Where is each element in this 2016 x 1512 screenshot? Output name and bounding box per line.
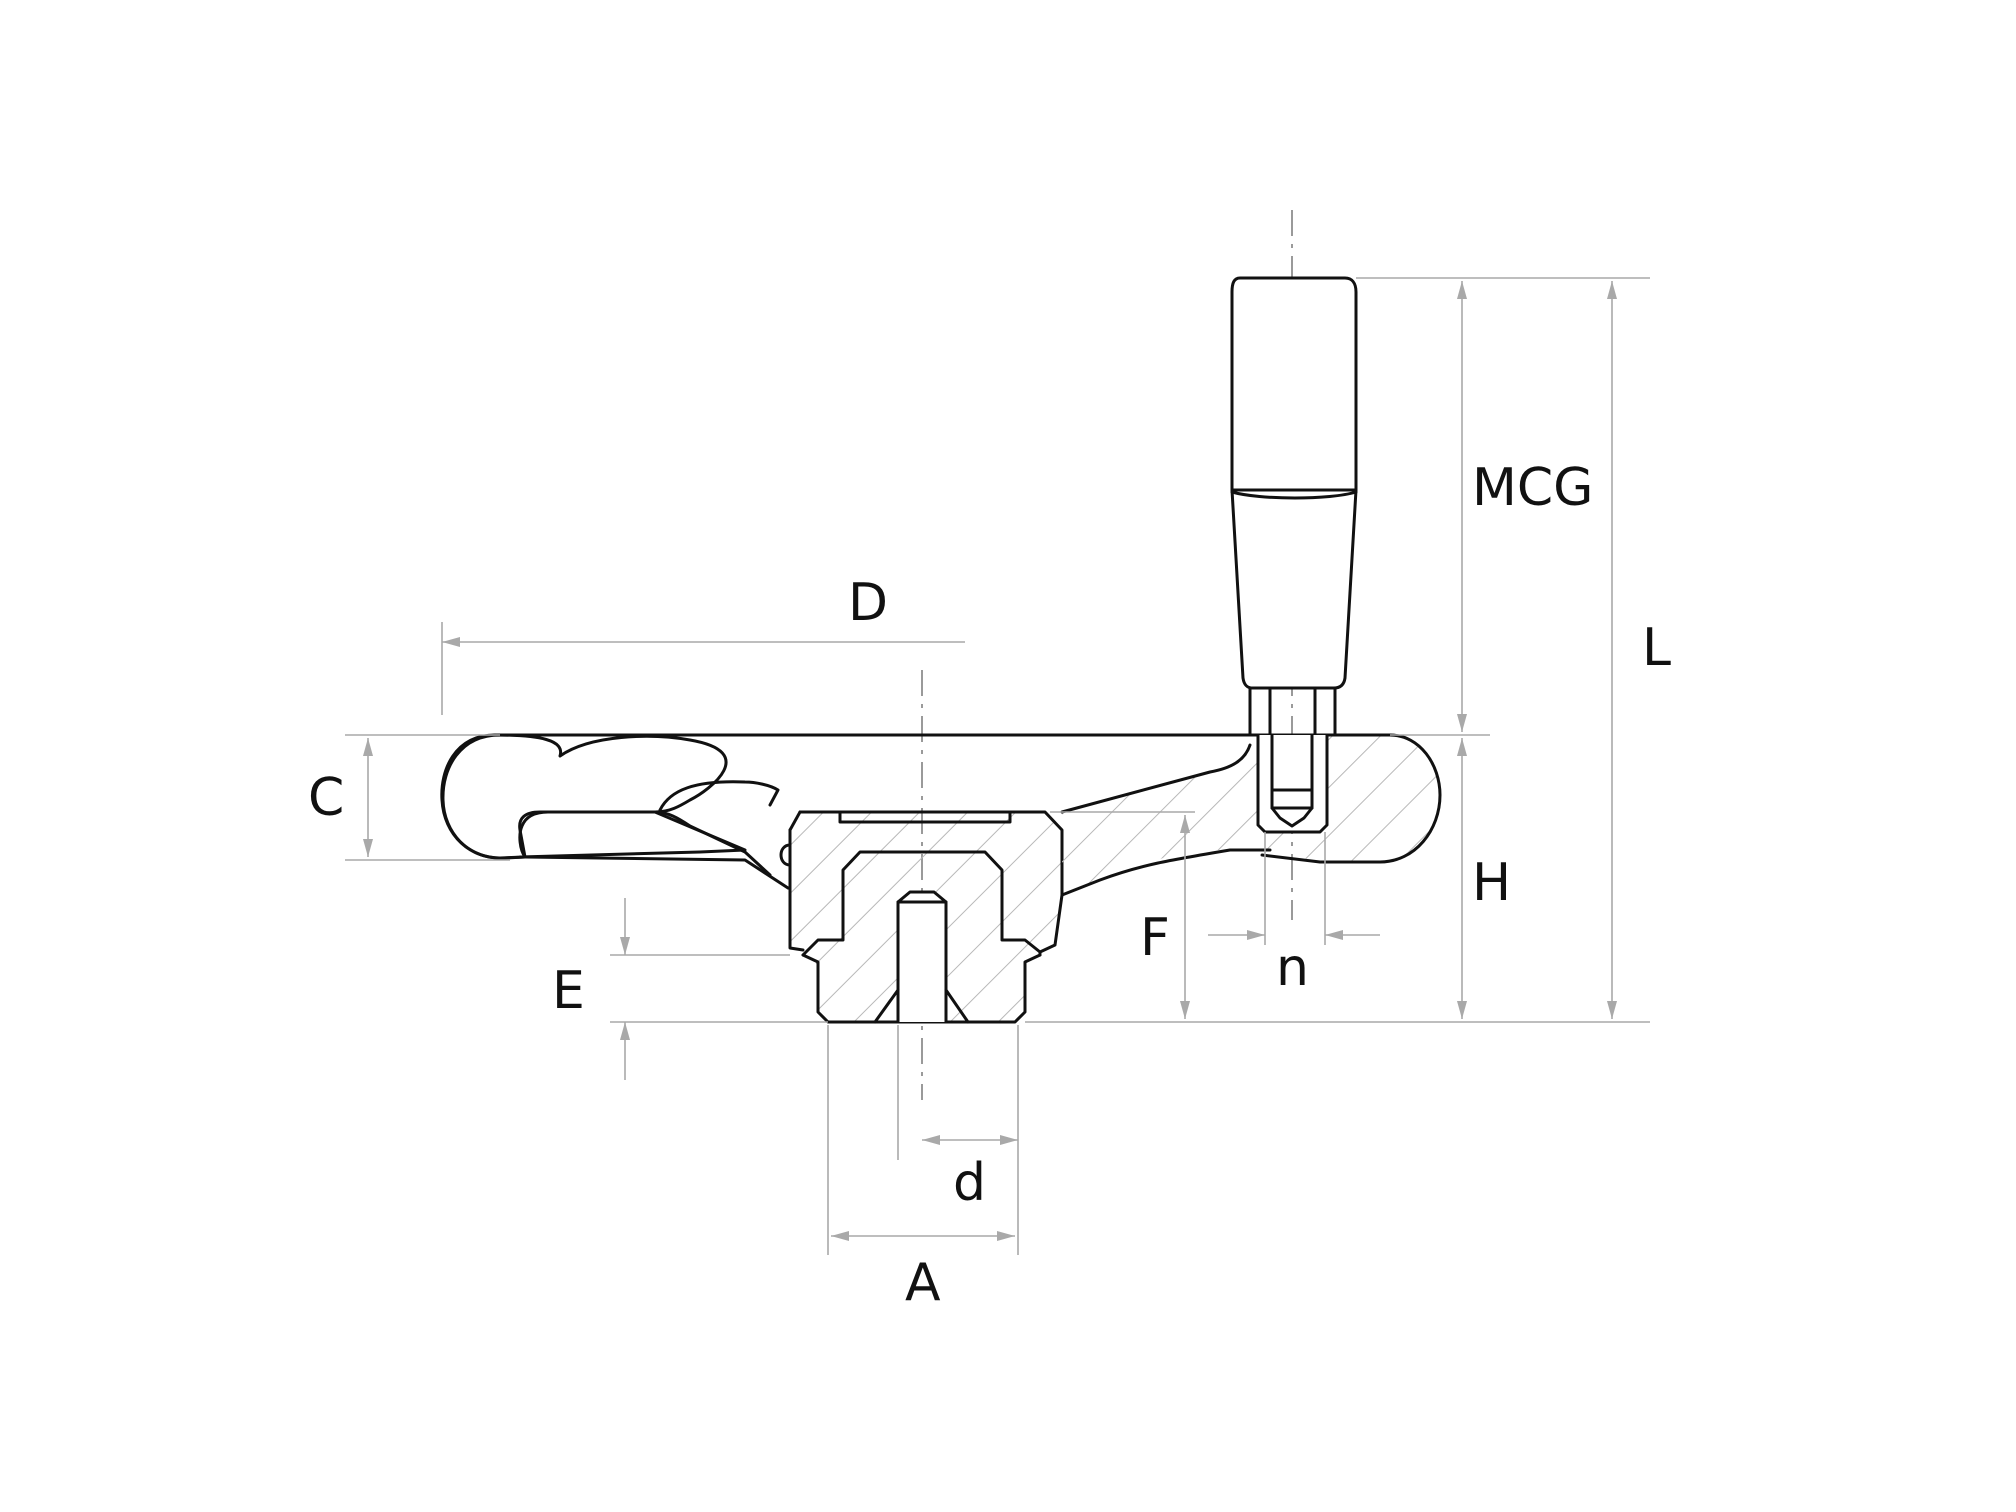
hub-section <box>779 810 1064 1024</box>
dimension-L <box>1607 281 1617 1019</box>
dimension-d <box>897 1025 1019 1255</box>
label-d: d <box>953 1153 986 1213</box>
dimension-H-MCG <box>1356 277 1650 1019</box>
dimension-n <box>1208 832 1380 945</box>
spoke-left-bulge <box>658 780 780 812</box>
label-C: C <box>308 768 344 828</box>
label-MCG: MCG <box>1472 458 1593 518</box>
label-F: F <box>1140 908 1170 968</box>
rim-right-section <box>1060 733 1442 897</box>
label-D: D <box>848 573 888 633</box>
label-A: A <box>905 1253 941 1313</box>
label-E: E <box>552 961 585 1021</box>
rim-left-outline <box>441 733 747 860</box>
label-H: H <box>1472 853 1511 913</box>
dimension-A <box>827 1025 1015 1255</box>
revolving-handle-grip <box>1230 276 1358 690</box>
spoke-left <box>546 810 772 877</box>
dimension-F <box>1050 811 1195 1019</box>
label-n: n <box>1276 938 1309 998</box>
dimension-C <box>345 734 510 861</box>
rim-left-section <box>440 733 728 860</box>
handle-threaded-stud <box>1248 686 1337 834</box>
spoke-left-lower <box>523 855 790 890</box>
dimension-E <box>610 898 828 1080</box>
label-L: L <box>1642 618 1671 678</box>
dimension-D <box>441 622 965 715</box>
